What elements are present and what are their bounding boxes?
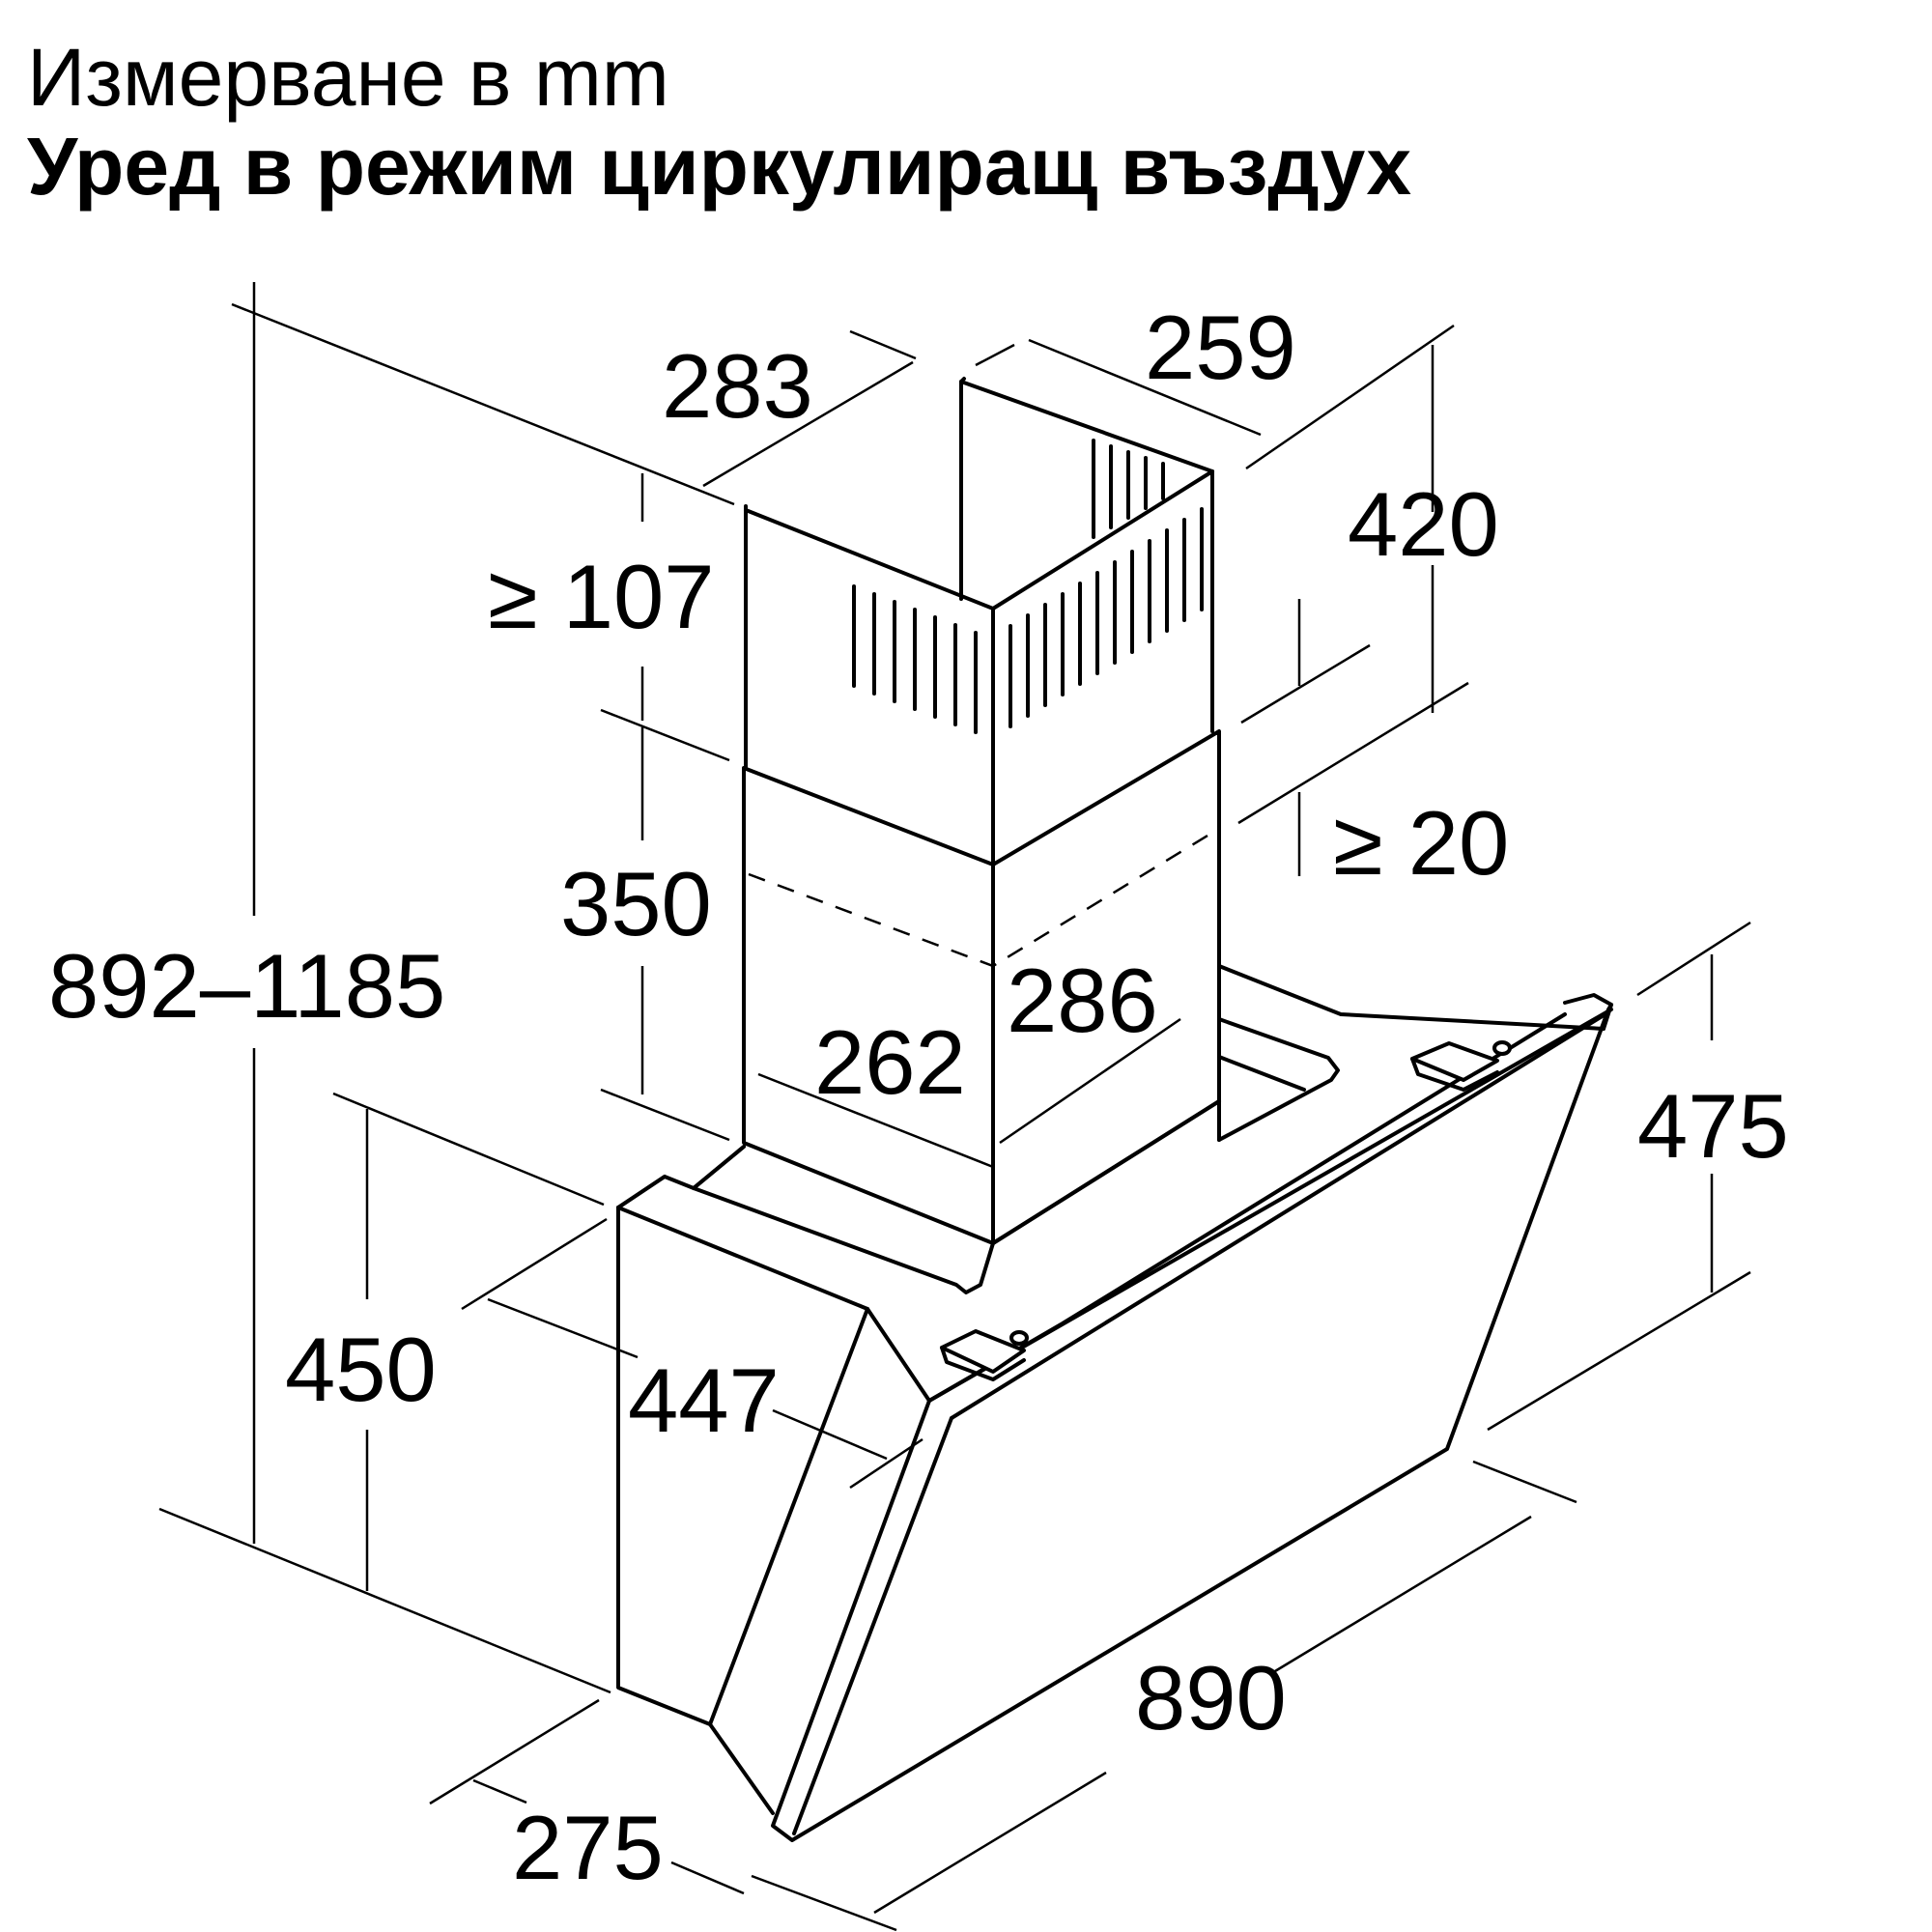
label-hood-height-front: 475	[1637, 1075, 1789, 1177]
label-hood-height-back: 450	[285, 1319, 437, 1420]
hood-body	[616, 964, 1613, 1842]
dimension-arrows	[238, 282, 1728, 1915]
clip-right	[1410, 1040, 1512, 1092]
clip-left	[940, 1329, 1029, 1381]
label-chimney-upper-depth: 259	[1145, 297, 1296, 398]
vent-slots-upper-right	[1009, 439, 1204, 728]
label-chimney-upper-height: 420	[1348, 473, 1499, 575]
label-total-height: 892–1185	[48, 935, 445, 1037]
chimney	[742, 377, 1221, 1245]
vent-slots-upper-left	[852, 584, 978, 734]
label-hood-width: 890	[1135, 1647, 1287, 1748]
dimension-labels: 892–1185 283 259 420 ≥ 107 ≥ 20 350 262 …	[48, 297, 1789, 1898]
page-title-overlay: Уред в режим циркулиращ въздух	[27, 121, 1412, 212]
label-hood-depth-bottom: 275	[512, 1797, 664, 1898]
label-chimney-overlap: ≥ 20	[1333, 792, 1509, 894]
units-caption-overlay: Измерване в mm	[27, 32, 669, 123]
label-chimney-lower-height: 350	[560, 853, 712, 954]
label-chimney-upper-width: 283	[662, 335, 813, 437]
label-hood-depth-top: 447	[628, 1350, 780, 1451]
label-ceiling-clearance: ≥ 107	[488, 546, 715, 647]
label-chimney-lower-width: 262	[814, 1011, 966, 1113]
label-chimney-lower-depth: 286	[1007, 950, 1158, 1051]
extension-lines	[158, 302, 1751, 1932]
